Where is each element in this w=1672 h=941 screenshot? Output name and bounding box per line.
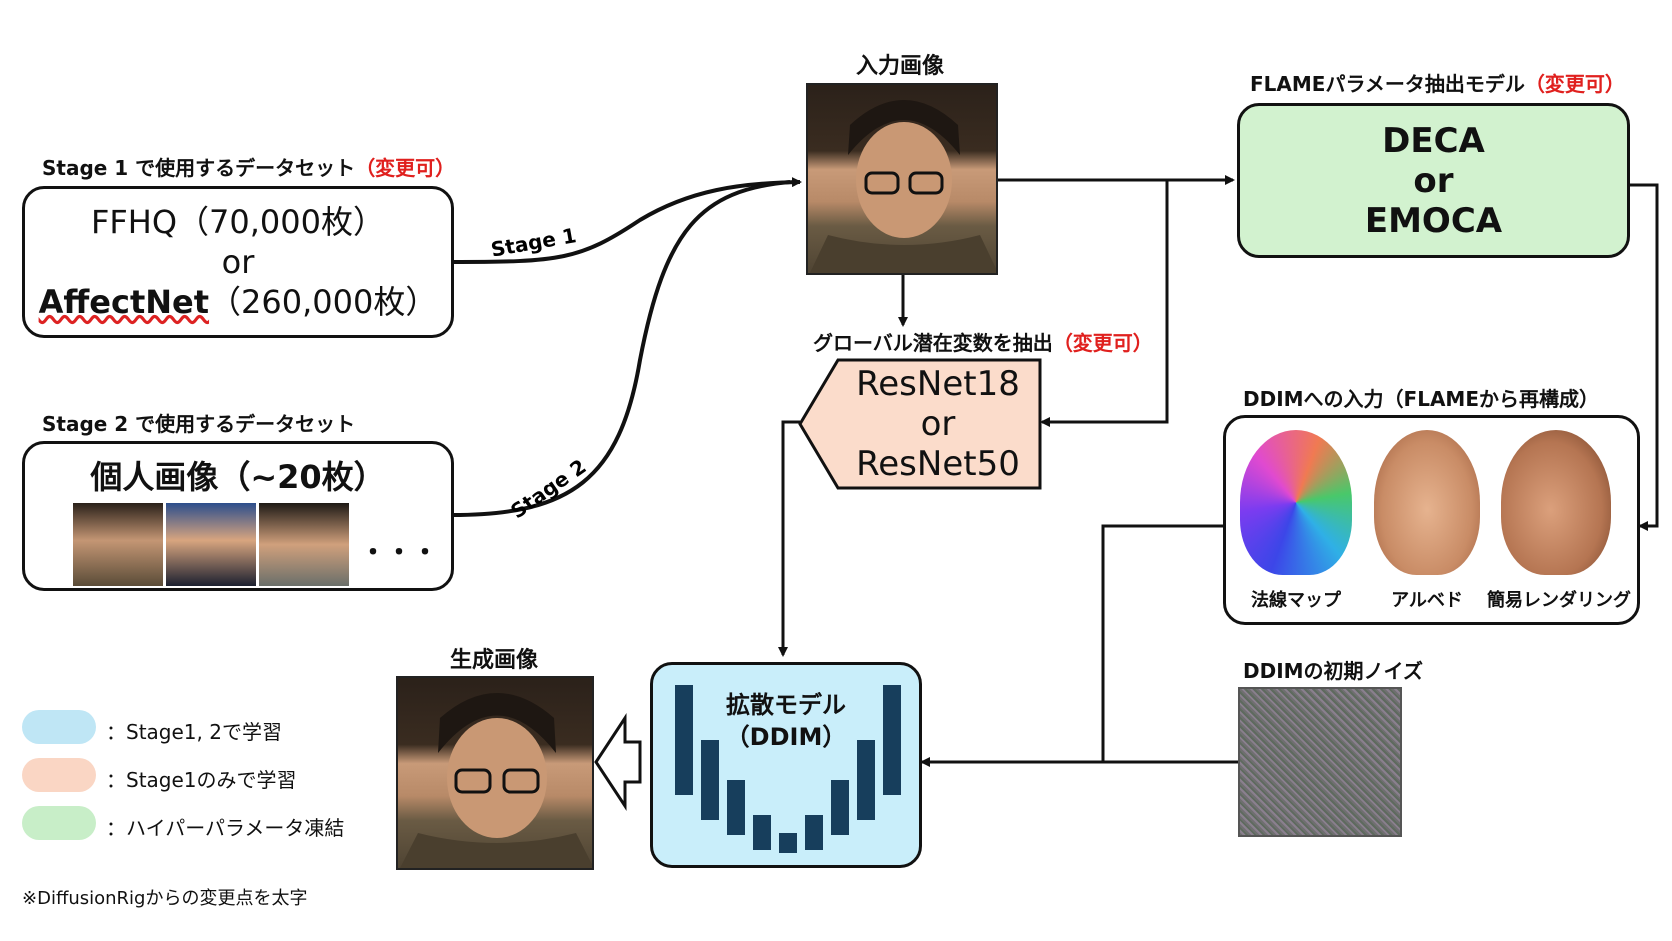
flame-model-or: or [1413,160,1454,201]
ddim-input-to-diffusion-line [1101,524,1223,762]
output-image [396,676,594,870]
albedo-render [1374,430,1480,575]
legend-label-stage12: ：Stage1, 2で学習 [106,720,282,744]
personal-photo-1 [73,503,163,586]
legend-swatch-stage1 [22,758,96,792]
ddim-noise-title: DDIMの初期ノイズ [1243,659,1423,683]
input-to-resnet-branch [1040,180,1169,427]
stage2-arrow-label: Stage 2 [506,454,590,523]
legend-item-stage1: ：Stage1のみで学習 [22,758,342,794]
stage1-dataset-or: or [221,243,255,281]
ddim-noise-image [1238,687,1402,837]
diffusion-model-box: 拡散モデル （DDIM） [650,662,922,868]
stage2-dataset-heading: 個人画像（~20枚） [90,458,386,496]
generated-person-icon [400,693,592,868]
ddim-input-title: DDIMへの入力（FLAMEから再構成） [1243,387,1599,411]
legend: ：Stage1, 2で学習 ：Stage1のみで学習 ：ハイパーパラメータ凍結 [22,710,345,860]
legend-label-stage1: ：Stage1のみで学習 [106,768,297,792]
resnet-or: or [920,404,956,444]
diffusion-to-output-arrow [594,712,642,812]
ddim-input-label-render: 簡易レンダリング [1487,590,1631,611]
legend-swatch-frozen [22,806,96,840]
ddim-input-label-albedo: アルベド [1391,590,1463,611]
stage2-dataset-box: 個人画像（~20枚） ・・・ [22,441,454,591]
person-photo-icon [809,100,996,273]
input-image-title: 入力画像 [856,54,945,79]
ddim-input-label-normal: 法線マップ [1251,590,1341,611]
resnet-50: ResNet50 [856,444,1020,484]
unet-icon [675,685,901,853]
output-image-title: 生成画像 [450,648,539,673]
legend-swatch-stage12 [22,710,96,744]
stage2-arrow [451,180,791,517]
flame-model-box: DECA or EMOCA [1237,103,1630,258]
stage1-arrow [451,177,802,264]
flame-model-deca: DECA [1382,120,1485,161]
personal-photo-2 [166,503,256,586]
stage2-dataset-title: Stage 2 で使用するデータセット [42,412,356,436]
stage1-dataset-affectnet: AffectNet（260,000枚） [38,283,438,321]
flame-model-title: FLAMEパラメータ抽出モデル（変更可） [1250,72,1625,96]
stage1-dataset-title: Stage 1 で使用するデータセット（変更可） [42,156,456,180]
resnet-box [798,358,1042,490]
stage1-dataset-ffhq: FFHQ（70,000枚） [90,203,386,241]
flame-model-emoca: EMOCA [1364,200,1503,241]
normal-map-render [1240,430,1352,575]
stage1-dataset-box: FFHQ（70,000枚） or AffectNet（260,000枚） [22,186,454,338]
stage2-dataset-ellipsis: ・・・ [360,538,439,568]
resnet-to-ddim-arrow [778,420,800,657]
personal-photo-3 [259,503,349,586]
shaded-render [1501,430,1611,575]
global-latent-title: グローバル潜在変数を抽出（変更可） [813,331,1153,355]
ddim-input-box: 法線マップ アルベド 簡易レンダリング [1223,415,1640,625]
diffusion-model-subtitle: （DDIM） [725,723,847,751]
legend-item-frozen: ：ハイパーパラメータ凍結 [22,806,345,842]
diffusion-model-title: 拡散モデル [726,691,846,719]
resnet-18: ResNet18 [856,364,1020,404]
legend-item-stage12: ：Stage1, 2で学習 [22,710,342,746]
input-image [806,83,998,275]
legend-label-frozen: ：ハイパーパラメータ凍結 [106,816,345,840]
footnote: ※DiffusionRigからの変更点を太字 [22,888,308,909]
resnet-text: ResNet18 or ResNet50 [838,360,1038,488]
flame-to-ddim-input-arrow [1630,183,1659,531]
